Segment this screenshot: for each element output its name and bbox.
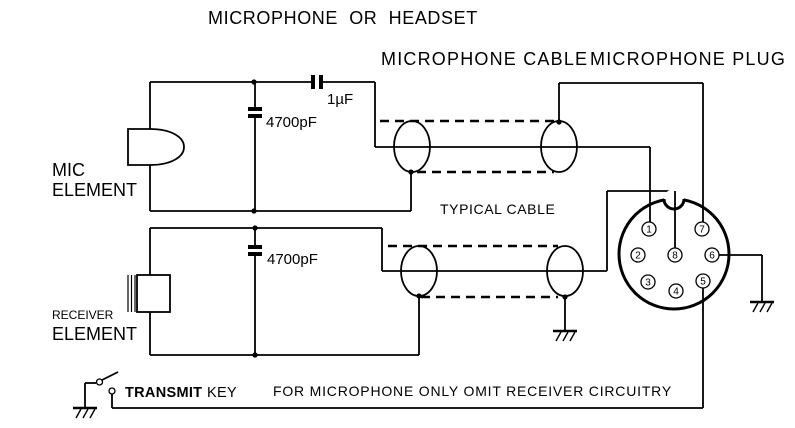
junction-dot — [251, 208, 257, 214]
receiver-element-label-1: RECEIVER — [52, 308, 114, 322]
junction-dot — [252, 225, 258, 231]
mic-bypass-capacitor: 4700pF — [248, 82, 317, 211]
mic-element-label-2: ELEMENT — [52, 180, 137, 200]
pin-circle — [704, 247, 720, 263]
junction-dot — [408, 169, 414, 175]
typical-cable-label: TYPICAL CABLE — [440, 201, 555, 217]
note-label: FOR MICROPHONE ONLY OMIT RECEIVER CIRCUI… — [273, 383, 672, 399]
mic-element-symbol — [127, 128, 185, 166]
receiver-circuit: RECEIVER ELEMENT 4700pF — [52, 225, 420, 358]
switch-contact — [108, 387, 116, 395]
pin-circle — [668, 283, 684, 299]
plug-pin-7: 7 — [694, 221, 710, 237]
ground-slash — [752, 302, 759, 313]
plug-notch-mask — [664, 189, 684, 209]
microphone-cable-heading: MICROPHONE CABLE — [381, 49, 588, 69]
ground-slash — [82, 408, 89, 419]
mic-element-label-1: MIC — [52, 160, 85, 180]
plug-pin-3: 3 — [640, 274, 656, 290]
pin-number: 7 — [699, 225, 705, 236]
pin-number: 2 — [635, 251, 641, 262]
plug-pin-1: 1 — [641, 221, 657, 237]
switch-lever-icon — [101, 371, 119, 381]
plug-pin-8: 8 — [667, 247, 683, 263]
pin-number: 5 — [700, 277, 706, 288]
pin-number: 3 — [645, 278, 651, 289]
ground-icon — [750, 300, 774, 313]
coupling-capacitor-value: 1µF — [327, 91, 353, 108]
mic-circuit: MIC ELEMENT 4700pF 1µF — [52, 75, 412, 214]
switch-contact — [95, 378, 104, 386]
receiver-body — [136, 274, 171, 313]
ground-icon — [73, 406, 97, 419]
pin-circle — [667, 247, 683, 263]
ground-slash — [766, 302, 773, 313]
pin-circle — [695, 273, 711, 289]
mic-cable — [375, 82, 703, 175]
ground-slash — [75, 408, 82, 419]
transmit-label: TRANSMIT — [125, 385, 202, 401]
mic-capacitor-value: 4700pF — [266, 114, 317, 131]
pin-circle — [630, 247, 646, 263]
ground-icon — [553, 329, 577, 342]
ground-slash — [759, 302, 766, 313]
plug-pin-6: 6 — [704, 247, 720, 263]
ground-slash — [562, 331, 569, 342]
ground-slash — [555, 331, 562, 342]
plug-pin-4: 4 — [668, 283, 684, 299]
receiver-capacitor-value: 4700pF — [267, 251, 318, 268]
plug-keyway-notch — [662, 198, 686, 211]
receiver-element-label-2: ELEMENT — [52, 324, 137, 344]
pin-circle — [641, 221, 657, 237]
coupling-capacitor: 1µF — [311, 75, 353, 108]
plug-pin-5: 5 — [695, 273, 711, 289]
pin-number: 4 — [673, 287, 679, 298]
receiver-bypass-capacitor: 4700pF — [248, 228, 318, 355]
microphone-plug-heading: MICROPHONE PLUG — [590, 49, 786, 69]
pin-circle — [640, 274, 656, 290]
junction-dot — [252, 352, 258, 358]
ground-slash — [569, 331, 576, 342]
junction-dot — [416, 293, 422, 299]
ground-slash — [89, 408, 96, 419]
junction-dot — [251, 79, 257, 85]
plug-pin-2: 2 — [630, 247, 646, 263]
pin-number: 8 — [672, 251, 678, 262]
microphone-plug: 1 2 3 4 5 6 7 8 — [617, 83, 763, 408]
pin-number: 1 — [646, 225, 652, 236]
transmit-key: TRANSMIT KEY — [84, 371, 703, 409]
pin-circle — [694, 221, 710, 237]
pin-number: 6 — [709, 251, 715, 262]
receiver-element-symbol — [127, 274, 171, 313]
key-label: KEY — [207, 385, 237, 401]
receiver-cable — [382, 190, 675, 330]
diagram-title: MICROPHONE OR HEADSET — [208, 8, 478, 28]
